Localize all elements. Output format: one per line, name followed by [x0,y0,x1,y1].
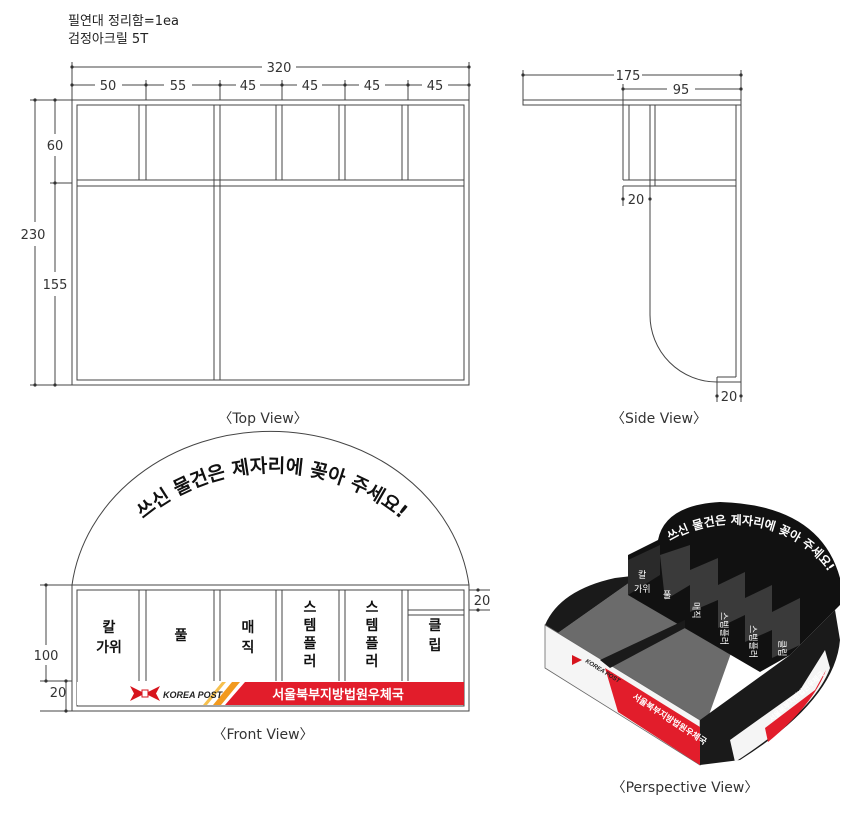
slot-label-3a: 매 [242,620,255,636]
top-view-outer-frame [71,99,470,386]
slot-label-5b: 템 [366,617,379,634]
perspective-view-caption: 〈Perspective View〉 [612,780,759,796]
slot-label-2a: 풀 [175,628,188,644]
front-slot-labels: 칼 가위 풀 매 직 스 템 플 러 스 템 플 러 클 립 [96,600,441,670]
front-banner-text: 서울북부지방법원우체국 [272,687,404,703]
top-width-label: 320 [267,61,292,76]
front-base-label: 20 [50,686,67,701]
side-view-caption: 〈Side View〉 [611,411,707,427]
side-base-label: 20 [721,390,738,405]
top-view-caption: 〈Top View〉 [218,411,307,427]
col-width-label-6: 45 [427,79,444,94]
col-width-label-4: 45 [302,79,319,94]
slot-label-1b: 가위 [96,640,122,656]
persp-slot-6: 클립 [776,640,787,657]
top-view-dimension-ticks [33,65,471,387]
top-lower-row-label: 155 [43,278,68,293]
col-width-label-3: 45 [240,79,257,94]
front-body [71,584,470,712]
perspective-slot-labels: 칼 가위 풀 매직 스템플러 스템플러 클립 [634,570,787,658]
perspective-view [544,502,840,766]
persp-slot-2: 풀 [663,590,671,601]
side-shelf-label: 20 [628,193,645,208]
side-view-dimension-ticks [521,73,743,398]
col-width-label-2: 55 [170,79,187,94]
front-view-caption: 〈Front View〉 [212,727,313,743]
side-view [522,70,742,402]
col-width-label-1: 50 [100,79,117,94]
slot-label-3b: 직 [242,639,255,656]
slot-label-4c: 플 [304,636,317,652]
front-banner: KOREA POST 서울북부지방법원우체국 [77,682,464,705]
front-arch [71,430,470,586]
top-upper-row-label: 60 [47,139,64,154]
top-view [30,62,470,386]
perspective-logo-icon [572,655,582,665]
persp-slot-1a: 칼 [638,570,646,581]
col-width-label-5: 45 [364,79,381,94]
slot-label-4d: 러 [304,654,317,670]
slot-label-5a: 스 [366,600,379,616]
persp-slot-5: 스템플러 [747,625,759,658]
slot-label-6b: 립 [429,638,442,654]
spec-line-2: 검정아크릴 5T [68,32,149,47]
slot-label-1a: 칼 [103,620,116,636]
top-height-label: 230 [21,228,46,243]
side-depth-total-label: 175 [616,69,641,84]
top-view-inner-frame [76,104,465,381]
korea-post-logo-icon [130,686,160,701]
korea-post-logo-text: KOREA POST [163,690,224,700]
slot-label-5c: 플 [366,636,379,652]
front-height-label: 100 [34,649,59,664]
slot-label-4b: 템 [304,617,317,634]
front-side-label: 20 [474,594,491,609]
front-view [40,430,490,712]
persp-slot-1b: 가위 [634,584,651,595]
front-arch-text: 쓰신 물건은 제자리에 꽂아 주세요! [133,455,412,523]
side-top-plate [522,99,742,106]
slot-label-4a: 스 [304,600,317,616]
front-view-dimension-ticks [44,583,480,713]
persp-slot-4: 스템플러 [718,612,730,645]
side-depth-upper-label: 95 [673,83,690,98]
slot-label-5d: 러 [366,654,379,670]
slot-label-6a: 클 [429,618,442,634]
spec-line-1: 필연대 정리함=1ea [68,14,180,29]
persp-slot-3: 매직 [690,602,701,619]
